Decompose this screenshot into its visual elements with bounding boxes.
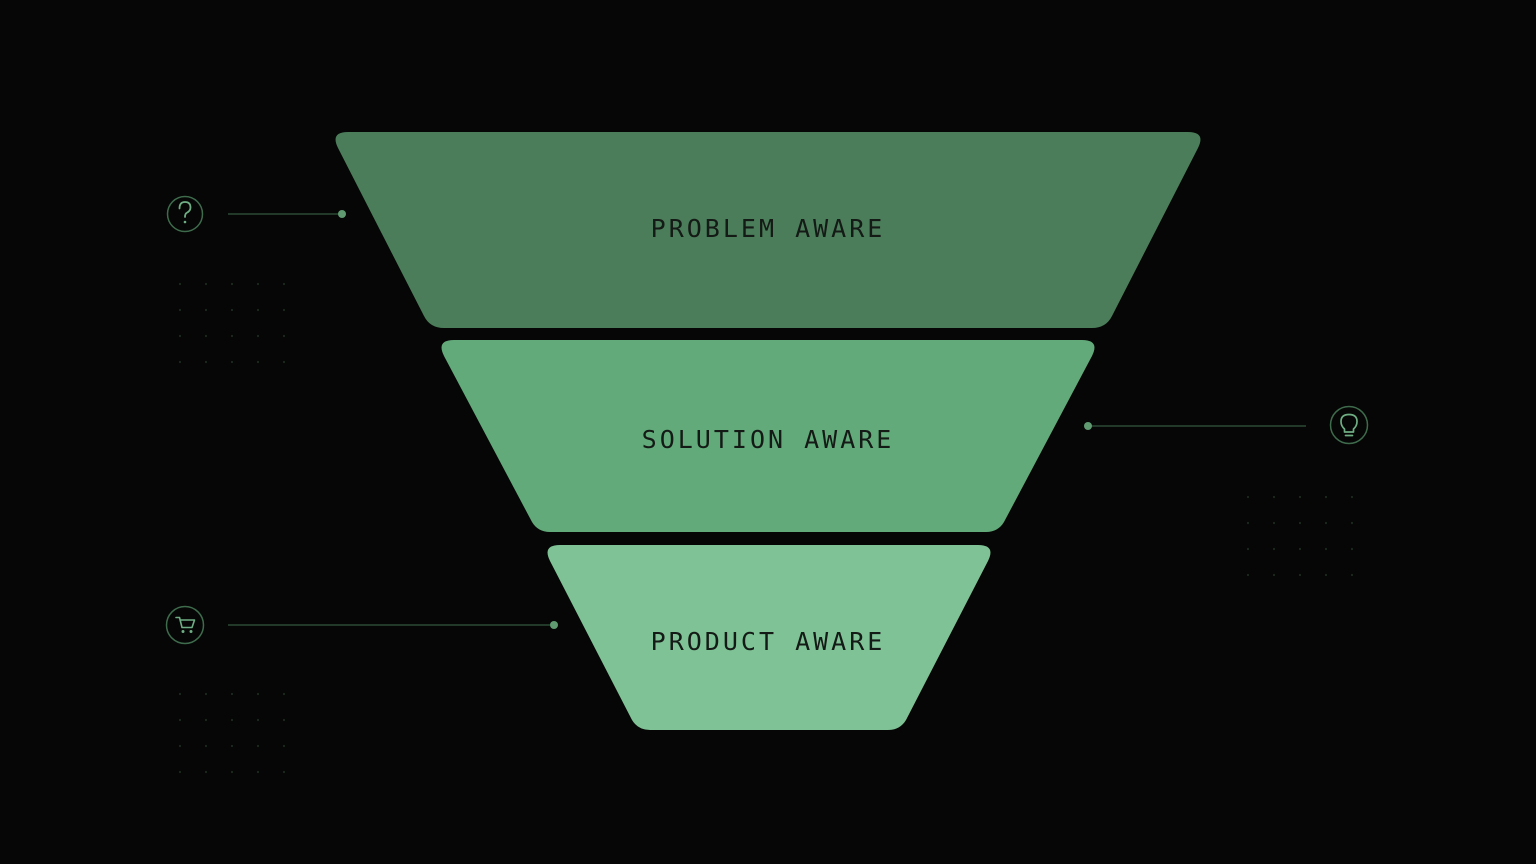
grid-dot	[204, 770, 208, 774]
grid-dot	[230, 334, 234, 338]
grid-dot	[1324, 495, 1328, 499]
lightbulb-icon	[1329, 405, 1369, 445]
grid-dot	[282, 308, 286, 312]
grid-dot	[1298, 521, 1302, 525]
grid-dot	[204, 692, 208, 696]
grid-dot	[256, 334, 260, 338]
grid-dot	[282, 718, 286, 722]
connector-product-aware	[228, 621, 558, 629]
grid-dot	[1246, 495, 1250, 499]
grid-dot	[230, 692, 234, 696]
grid-dot	[1246, 521, 1250, 525]
grid-dot	[178, 744, 182, 748]
grid-dot	[178, 360, 182, 364]
grid-dot	[1298, 547, 1302, 551]
grid-dot	[256, 770, 260, 774]
grid-dot	[1350, 521, 1354, 525]
shopping-cart-icon	[165, 605, 205, 645]
grid-dot	[256, 360, 260, 364]
grid-dot	[1350, 547, 1354, 551]
grid-dot	[1350, 573, 1354, 577]
grid-dot	[178, 770, 182, 774]
grid-dot	[256, 308, 260, 312]
grid-dot	[178, 718, 182, 722]
grid-dot	[1298, 495, 1302, 499]
grid-dot	[1272, 573, 1276, 577]
funnel-stage-label: PROBLEM AWARE	[651, 214, 886, 243]
grid-dot	[1246, 547, 1250, 551]
dot-grid-left-bottom	[178, 692, 286, 774]
connector-problem-aware	[228, 210, 346, 218]
grid-dot	[230, 770, 234, 774]
grid-dot	[230, 360, 234, 364]
grid-dot	[1324, 521, 1328, 525]
grid-dot	[178, 334, 182, 338]
dot-grid-right	[1246, 495, 1354, 577]
grid-dot	[256, 744, 260, 748]
grid-dot	[1272, 547, 1276, 551]
grid-dot	[204, 360, 208, 364]
funnel-stage-product-aware	[547, 545, 991, 730]
funnel-stage-label: SOLUTION AWARE	[642, 425, 895, 454]
grid-dot	[1298, 573, 1302, 577]
grid-dot	[256, 692, 260, 696]
grid-dot	[204, 744, 208, 748]
grid-dot	[178, 692, 182, 696]
funnel-stage-solution-aware	[441, 340, 1095, 532]
grid-dot	[256, 282, 260, 286]
grid-dot	[230, 282, 234, 286]
grid-dot	[282, 770, 286, 774]
grid-dot	[256, 718, 260, 722]
grid-dot	[282, 282, 286, 286]
grid-dot	[1350, 495, 1354, 499]
grid-dot	[178, 282, 182, 286]
grid-dot	[204, 718, 208, 722]
funnel-stage-label: PRODUCT AWARE	[651, 627, 886, 656]
grid-dot	[230, 308, 234, 312]
grid-dot	[1272, 495, 1276, 499]
grid-dot	[1272, 521, 1276, 525]
grid-dot	[1324, 547, 1328, 551]
grid-dot	[282, 334, 286, 338]
funnel-stage-problem-aware	[335, 132, 1201, 328]
grid-dot	[204, 282, 208, 286]
grid-dot	[178, 308, 182, 312]
grid-dot	[282, 744, 286, 748]
grid-dot	[282, 692, 286, 696]
grid-dot	[230, 744, 234, 748]
connector-solution-aware	[1084, 422, 1306, 430]
grid-dot	[230, 718, 234, 722]
dot-grid-left-top	[178, 282, 286, 364]
grid-dot	[204, 334, 208, 338]
grid-dot	[1324, 573, 1328, 577]
grid-dot	[1246, 573, 1250, 577]
grid-dot	[282, 360, 286, 364]
question-mark-icon	[166, 195, 204, 233]
grid-dot	[204, 308, 208, 312]
